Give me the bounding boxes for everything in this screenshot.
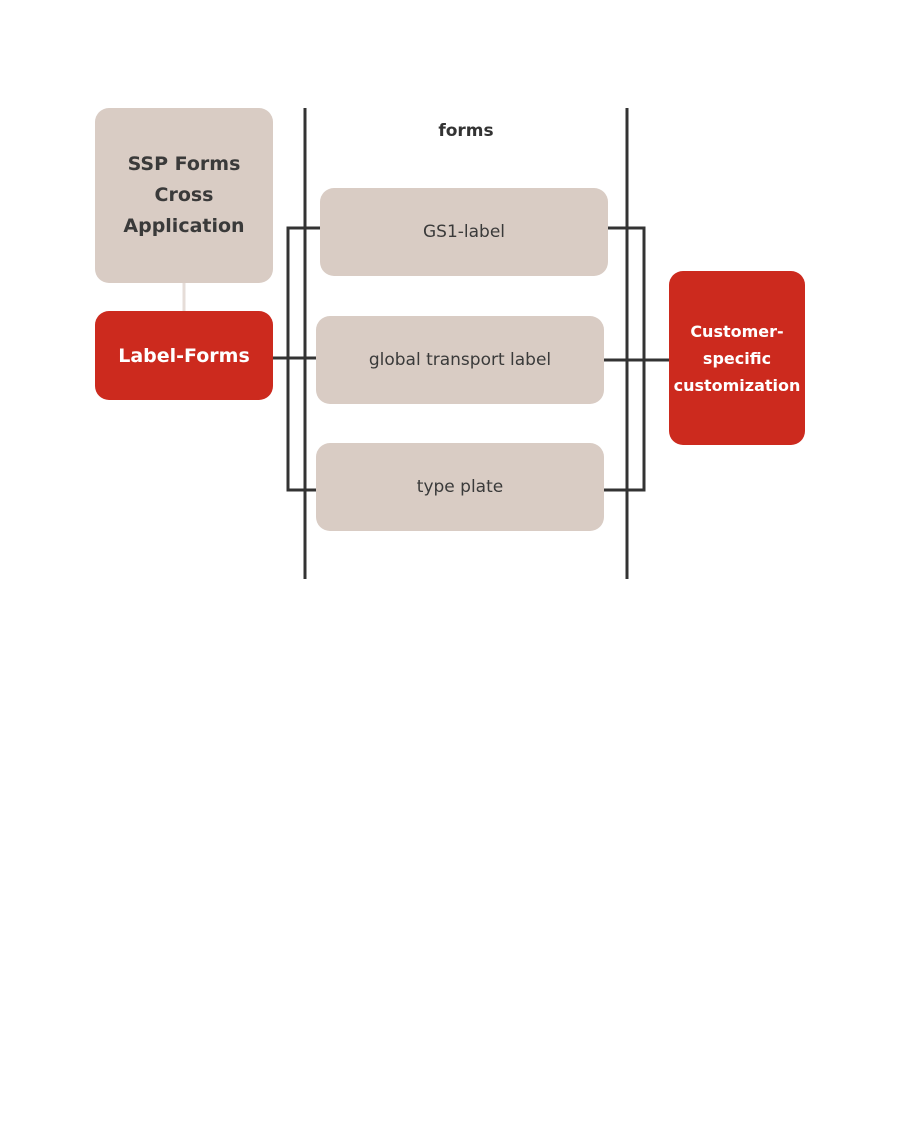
form-node-global-transport-label: global transport label xyxy=(316,316,604,404)
form-label: type plate xyxy=(416,477,504,497)
root-node: SSP Forms Cross Application xyxy=(95,108,273,283)
category-node: Label-Forms xyxy=(95,311,273,400)
column-title: forms xyxy=(438,121,494,141)
form-node-gs1-label: GS1-label xyxy=(320,188,608,276)
form-node-type-plate: type plate xyxy=(316,443,604,531)
output-node: Customer-specific customization xyxy=(669,271,805,445)
form-label: global transport label xyxy=(368,350,552,370)
output-node-label: Customer-specific customization xyxy=(673,321,801,395)
form-label: GS1-label xyxy=(422,222,506,242)
category-node-label: Label-Forms xyxy=(118,344,250,367)
root-node-label: SSP Forms Cross Application xyxy=(123,153,245,237)
